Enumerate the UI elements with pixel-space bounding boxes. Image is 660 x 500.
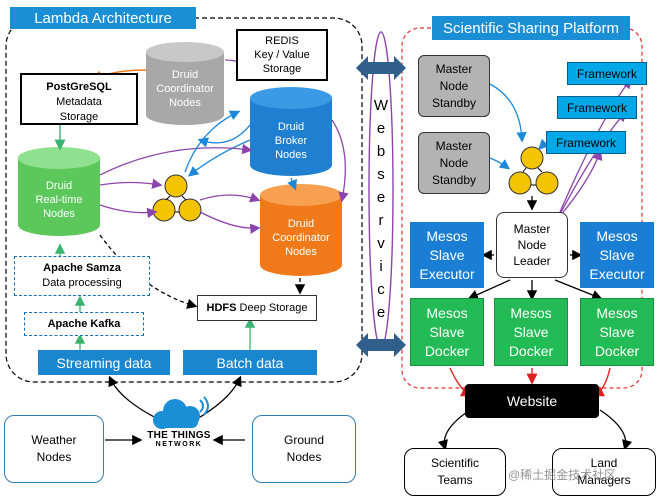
zookeeper-cluster-lambda	[152, 174, 202, 222]
hdfs-bold: HDFS	[206, 302, 237, 314]
streaming-data-band: Streaming data	[38, 350, 170, 375]
redis-box: REDIS Key / Value Storage	[236, 29, 328, 81]
websevice-arrow-top	[356, 56, 406, 80]
ground-nodes-box: Ground Nodes	[252, 415, 356, 483]
postgres-subtitle: Metadata Storage	[56, 96, 102, 123]
weather-nodes-box: Weather Nodes	[4, 415, 104, 483]
lambda-panel	[5, 17, 363, 383]
scientific-teams-box: Scientific Teams	[404, 448, 506, 496]
sharing-title: Scientific Sharing Platform	[432, 16, 630, 40]
druid-coordinator-top-cylinder	[146, 42, 224, 125]
framework-3: Framework	[546, 131, 626, 154]
docker-2: Mesos Slave Docker	[494, 298, 568, 366]
things-network-label: THE THINGS NETWORK	[130, 430, 228, 448]
samza-subtitle: Data processing	[42, 277, 122, 289]
druid-broker-label: Druid Broker Nodes	[274, 121, 308, 161]
postgres-box: PostGreSQL Metadata Storage	[20, 73, 138, 125]
executor-left: Mesos Slave Executor	[410, 222, 484, 288]
websevice-letter: s	[377, 166, 385, 183]
executor-right: Mesos Slave Executor	[580, 222, 654, 288]
master-standby-2: Master Node Standby	[418, 132, 490, 194]
master-standby-1: Master Node Standby	[418, 55, 490, 117]
lambda-title: Lambda Architecture	[10, 7, 196, 29]
websevice-letter: v	[377, 235, 385, 252]
websevice-letter: e	[376, 304, 386, 321]
kafka-box: Apache Kafka	[24, 312, 144, 336]
samza-title: Apache Samza	[43, 262, 121, 274]
druid-realtime-label: Druid Real-time Nodes	[35, 180, 83, 220]
website-box: Website	[465, 384, 599, 418]
druid-broker-cylinder	[250, 87, 332, 176]
websevice-arrow-bottom	[356, 333, 406, 357]
websevice-letter: c	[377, 281, 385, 298]
land-managers-box: Land Managers	[552, 448, 656, 496]
druid-coordinator-bottom-cylinder	[260, 184, 342, 276]
websevice-letter: b	[376, 143, 386, 160]
docker-1: Mesos Slave Docker	[410, 298, 484, 366]
druid-realtime-cylinder	[18, 147, 100, 236]
docker-3: Mesos Slave Docker	[580, 298, 654, 366]
hdfs-box: HDFS Deep Storage	[197, 295, 317, 321]
zookeeper-cluster-sharing	[508, 146, 559, 195]
framework-1: Framework	[567, 62, 647, 85]
batch-data-band: Batch data	[183, 350, 317, 375]
druid-coordinator-top-label: Druid Coordinator Nodes	[156, 69, 214, 109]
postgres-title: PostGreSQL	[46, 81, 112, 93]
websevice-letter: e	[376, 120, 386, 137]
things-network-title: THE THINGS	[147, 430, 211, 441]
websevice-letter: e	[376, 189, 386, 206]
things-network-cloud-icon	[153, 396, 209, 429]
framework-2: Framework	[557, 96, 637, 119]
websevice-letter: W	[373, 97, 389, 114]
websevice-letter: r	[378, 212, 384, 229]
websevice-letter: i	[379, 258, 383, 275]
hdfs-rest: Deep Storage	[236, 302, 308, 314]
watermark: @稀土掘金技术社区	[508, 468, 617, 482]
druid-coordinator-bottom-label: Druid Coordinator Nodes	[272, 218, 330, 258]
samza-box: Apache Samza Data processing	[14, 256, 150, 296]
master-leader-box: Master Node Leader	[496, 212, 568, 278]
things-network-subtitle: NETWORK	[155, 441, 203, 448]
